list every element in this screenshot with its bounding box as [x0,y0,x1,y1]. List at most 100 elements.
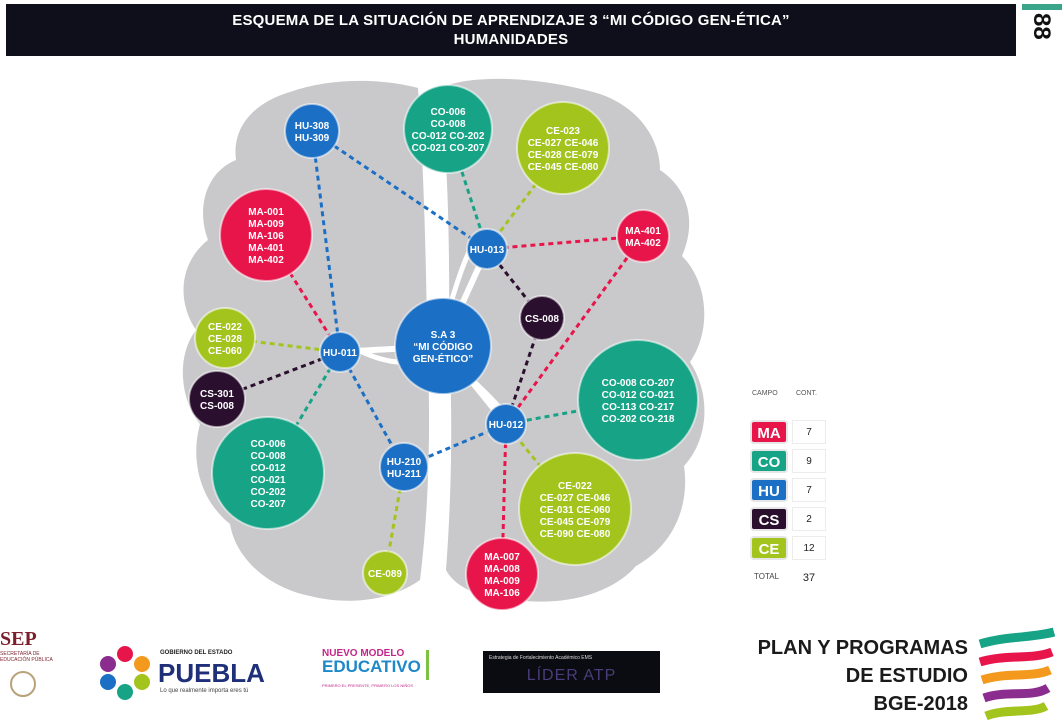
node-label-center: “MI CÓDIGO [413,340,473,353]
nme-main-text: EDUCATIVO [322,657,421,676]
legend-count-ce: 12 [792,536,826,560]
node-label-ma_bottom: MA-009 [484,576,520,587]
node-circle-ce_left [194,307,256,369]
legend-row-cs: CS 2 [748,507,830,531]
plan-line-1: PLAN Y PROGRAMAS [757,637,968,659]
plan-line-2: DE ESTUDIO [845,665,968,687]
node-label-ce089: CE-089 [368,569,402,580]
node-label-co_right: CO-012 CO-021 [602,390,675,401]
node-label-ma_left: MA-106 [248,231,284,242]
node-label-co_right: CO-202 CO-218 [602,414,675,425]
node-label-co_left: CO-207 [250,499,285,510]
node-label-ma_left: MA-401 [248,243,284,254]
node-circle-cs008 [519,295,565,341]
nme-bar [426,650,429,680]
node-label-ma_bottom: MA-008 [484,564,520,575]
node-circle-co_left [211,416,325,530]
legend-badge-ma: MA [750,420,788,444]
node-hu011: HU-011 [319,331,361,373]
node-label-ma_left: MA-001 [248,207,284,218]
legend-row-ma: MA 7 [748,420,830,444]
node-label-ma_right: MA-402 [625,238,661,249]
node-label-hu210: HU-210 [387,457,422,468]
title-line-1: ESQUEMA DE LA SITUACIÓN DE APRENDIZAJE 3… [232,12,790,29]
node-label-cs301: CS-008 [200,401,234,412]
node-label-ma_bottom: MA-106 [484,588,520,599]
node-label-co_left: CO-021 [250,475,285,486]
nodes: S.A 3“MI CÓDIGOGEN-ÉTICO”HU-308HU-309CO-… [188,84,699,611]
node-label-co_top: CO-008 [430,119,465,130]
nuevo-modelo-educativo-logo: NUEVO MODELO EDUCATIVO PRIMERO EL PRESEN… [322,648,434,700]
node-label-ce_left: CE-022 [208,322,242,333]
node-hu013: HU-013 [466,228,508,270]
node-label-co_top: CO-021 CO-207 [412,143,485,154]
coat-of-arms-icon [10,671,36,697]
node-circle-ce089 [362,550,408,596]
legend-badge-hu: HU [750,478,788,502]
node-circle-ma_bottom [465,537,539,611]
edge-ma_right-hu013 [486,234,644,251]
node-circle-ma_right [616,209,670,263]
sep-logo: SEP SECRETARÍA DE EDUCACIÓN PÚBLICA [0,628,60,718]
puebla-logo: GOBIERNO DEL ESTADO PUEBLA Lo que realme… [96,644,276,704]
node-label-ce_bottom_right: CE-027 CE-046 [540,493,611,504]
node-circle-hu308 [284,103,340,159]
lider-atp-logo: Estrategia de Fortalecimiento Académico … [483,651,660,693]
node-circle-ce_top [516,101,610,195]
puebla-text: PUEBLA [158,658,265,688]
node-label-ce_bottom_right: CE-031 CE-060 [540,505,611,516]
lider-top-text: Estrategia de Fortalecimiento Académico … [489,655,593,661]
bge-ribbon-icon [978,627,1056,721]
node-label-ma_left: MA-009 [248,219,284,230]
node-circle-ce_bottom_right [518,452,632,566]
page-number-bar [1022,4,1062,10]
node-label-ma_right: MA-401 [625,226,661,237]
node-circle-center [394,297,492,395]
legend-row-hu: HU 7 [748,478,830,502]
legend-count-hu: 7 [792,478,826,502]
node-label-ma_left: MA-402 [248,255,284,266]
edge-hu308-hu013 [311,129,488,251]
node-circle-hu210 [379,442,429,492]
puebla-tagline: Lo que realmente importa eres tú [160,688,249,694]
node-label-ce_bottom_right: CE-090 CE-080 [540,529,611,540]
legend-total-label: TOTAL [754,572,780,581]
legend-row-co: CO 9 [748,449,830,473]
node-label-center: GEN-ÉTICO” [413,352,474,365]
node-label-ma_bottom: MA-007 [484,552,520,563]
sep-logo-sub2: EDUCACIÓN PÚBLICA [0,657,53,663]
title-line-2: HUMANIDADES [453,31,569,48]
node-label-co_right: CO-008 CO-207 [602,378,675,389]
node-label-ce_left: CE-028 [208,334,242,345]
node-circle-co_top [403,84,493,174]
puebla-gov-text: GOBIERNO DEL ESTADO [160,650,233,656]
edge-ma_bottom-hu012 [500,423,508,575]
legend-badge-ce: CE [750,536,788,560]
sep-logo-text: SEP [0,628,37,650]
node-label-co_left: CO-202 [250,487,285,498]
node-label-hu308: HU-308 [295,121,330,132]
legend-header-campo: CAMPO [752,390,778,397]
title-banner: ESQUEMA DE LA SITUACIÓN DE APRENDIZAJE 3… [6,4,1016,56]
node-label-ce_left: CE-060 [208,346,242,357]
node-label-ce_top: CE-028 CE-079 [528,150,599,161]
node-label-co_left: CO-008 [250,451,285,462]
node-label-hu013: HU-013 [470,245,505,256]
sep-logo-sub1: SECRETARÍA DE [0,651,40,657]
legend-count-co: 9 [792,449,826,473]
node-label-ce_top: CE-045 CE-080 [528,162,599,173]
nme-top-text: NUEVO MODELO [322,648,405,659]
node-cs008: CS-008 [519,295,565,341]
node-label-co_left: CO-006 [250,439,285,450]
nme-tagline: PRIMERO EL PRESENTE, PRIMERO LOS NIÑOS [322,683,413,688]
plan-programas-title: PLAN Y PROGRAMAS DE ESTUDIO BGE-2018 [696,634,968,718]
